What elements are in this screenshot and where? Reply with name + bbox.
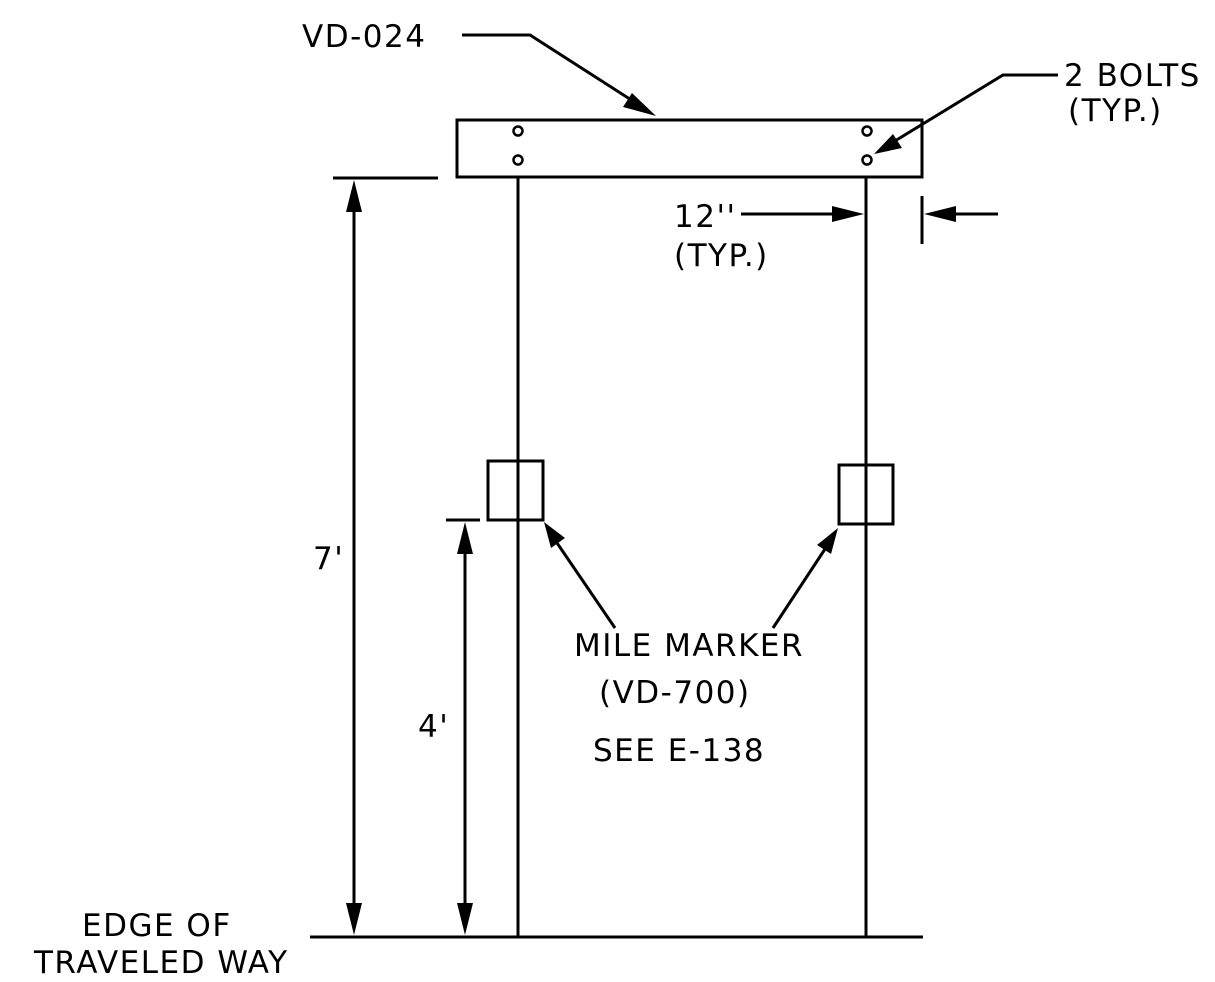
arrowhead-sign-ref [623, 93, 656, 116]
bolt-group [512, 125, 873, 166]
arrowhead-marker-left [544, 522, 565, 548]
leader-line-bolts [889, 73, 1058, 146]
bolts-label-line1: 2 BOLTS [1064, 58, 1201, 94]
offset-label-line1: 12'' [674, 199, 737, 235]
see-reference-label: SEE E-138 [593, 733, 765, 769]
arrowhead-marker-right [817, 528, 838, 554]
arrowhead-12in-left [832, 206, 864, 222]
leader-line-marker-right [771, 545, 829, 629]
arrowhead-4ft-bottom [457, 903, 473, 935]
arrowhead-12in-right [924, 206, 956, 222]
height-marker-label: 4' [418, 709, 449, 745]
bolt-right-top [861, 125, 873, 137]
bolts-label-line2: (TYP.) [1068, 93, 1163, 129]
sign-ref-label: VD-024 [302, 19, 426, 55]
dimension-4ft [446, 518, 480, 935]
arrowhead-7ft-bottom [346, 903, 362, 935]
offset-label-line2: (TYP.) [674, 238, 769, 274]
edge-label-line1: EDGE OF [82, 908, 232, 944]
mile-marker-plate-right [837, 463, 895, 526]
leader-line-marker-left [553, 539, 617, 629]
edge-label-line2: TRAVELED WAY [33, 945, 289, 981]
dimension-7ft [333, 176, 438, 935]
arrowhead-4ft-top [457, 522, 473, 554]
dimension-12in [741, 196, 998, 244]
leader-sign-ref [462, 33, 656, 116]
arrowhead-bolts [874, 134, 902, 154]
leader-bolts [874, 73, 1058, 154]
mile-marker-label-line2: (VD-700) [599, 675, 751, 711]
arrowhead-7ft-top [346, 180, 362, 212]
mile-marker-plate-left [486, 459, 545, 522]
bolt-left-top [512, 125, 524, 137]
leader-line-sign-ref [462, 33, 637, 105]
height-total-label: 7' [313, 541, 344, 577]
leader-mile-marker [544, 522, 838, 629]
mile-marker-label-line1: MILE MARKER [574, 628, 804, 664]
bolt-left-bottom [512, 154, 524, 166]
bolt-right-bottom [861, 154, 873, 166]
sign-panel [455, 118, 924, 179]
